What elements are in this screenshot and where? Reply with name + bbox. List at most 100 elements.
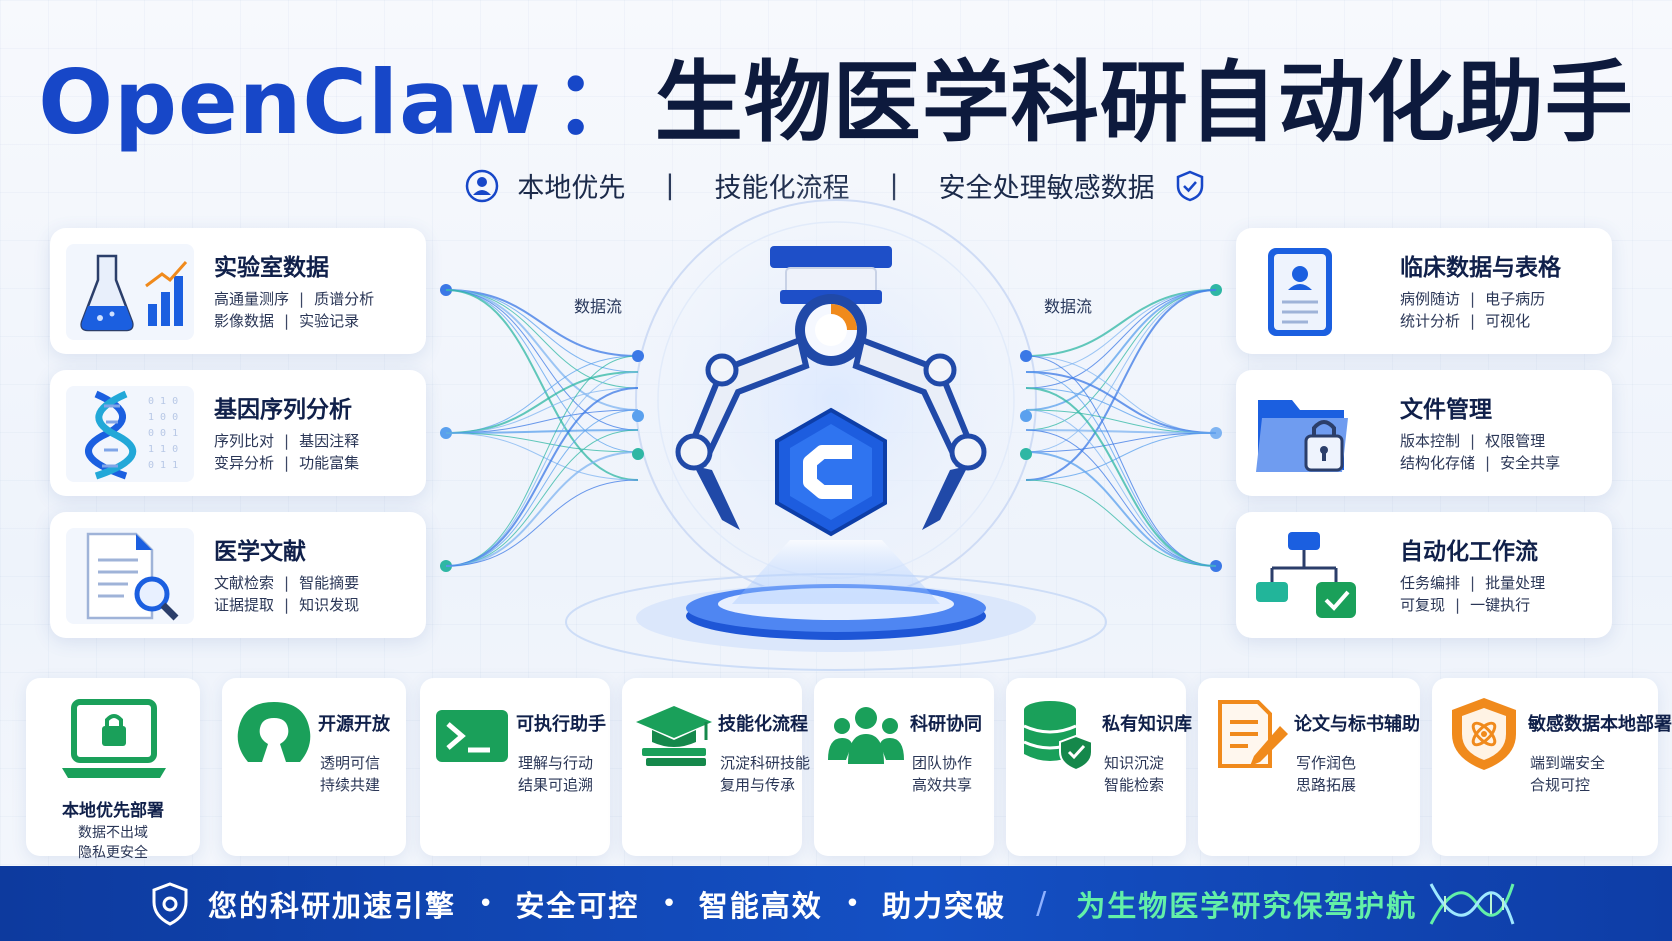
card-lab-data[interactable]: 实验室数据 高通量测序|质谱分析 影像数据 | 实验记录: [50, 228, 426, 354]
card-item: 证据提取: [214, 596, 275, 614]
footer-dot: •: [661, 888, 677, 919]
card-line-1: 高通量测序|质谱分析: [214, 288, 374, 309]
flow-line: [1025, 289, 1217, 357]
card-line-1: 版本控制|权限管理: [1400, 430, 1545, 451]
card-sep: |: [284, 454, 290, 472]
card-item: 统计分析: [1400, 312, 1461, 330]
flow-line: [1025, 387, 1217, 567]
flow-line: [1025, 479, 1217, 567]
footer-phrase: 安全可控: [515, 888, 640, 923]
feature-line-2: 复用与传承: [720, 776, 796, 794]
card-item: 质谱分析: [314, 290, 375, 308]
footer-tagline: 为生物医学研究保驾护航: [1076, 888, 1418, 923]
feature-research-collab[interactable]: 科研协同 团队协作 高效共享: [814, 678, 994, 856]
card-item: 病例随访: [1400, 290, 1461, 308]
feature-sensitive-data[interactable]: 敏感数据本地部署 端到端安全 合规可控: [1432, 678, 1672, 856]
feature-paper-assist[interactable]: 论文与标书辅助 写作润色 思路拓展: [1198, 678, 1420, 856]
feature-line-1: 写作润色: [1296, 754, 1357, 772]
laptop-lock-icon: [62, 699, 166, 778]
flow-line: [445, 387, 639, 434]
feature-line-1: 团队协作: [912, 754, 973, 772]
flow-lines-left: [440, 284, 644, 572]
card-medical-literature[interactable]: 医学文献 文献检索|智能摘要 证据提取|知识发现: [50, 512, 426, 638]
card-item: 变异分析: [214, 454, 275, 472]
card-sep: |: [284, 432, 290, 450]
svg-text:0 1 1: 0 1 1: [148, 460, 178, 471]
database-shield-icon: [1023, 701, 1093, 772]
flow-line: [445, 429, 639, 567]
feature-line-2: 持续共建: [320, 776, 381, 794]
feature-private-kb[interactable]: 私有知识库 知识沉淀 智能检索: [1006, 678, 1192, 856]
footer-slash: /: [1036, 886, 1047, 921]
subtitle-divider: |: [665, 170, 675, 201]
footer-phrase: 您的科研加速引擎: [208, 888, 457, 923]
card-line-2: 可复现|一键执行: [1400, 594, 1530, 615]
card-line-1: 任务编排|批量处理: [1400, 572, 1545, 593]
card-line-1: 病例随访|电子病历: [1400, 288, 1545, 309]
feature-open-source[interactable]: 开源开放 透明可信 持续共建: [222, 678, 406, 856]
flow-line: [445, 429, 639, 434]
svg-text:0 1 0: 0 1 0: [148, 396, 178, 407]
title-rest: 生物医学科研自动化助手: [654, 51, 1634, 154]
card-item: 智能摘要: [299, 574, 360, 592]
card-item: 知识发现: [299, 596, 360, 614]
card-sep: |: [1470, 574, 1476, 592]
card-sep: |: [284, 574, 290, 592]
user-icon: [466, 169, 499, 202]
card-clinical-data[interactable]: 临床数据与表格 病例随访|电子病历 统计分析|可视化: [1236, 228, 1612, 354]
card-title: 实验室数据: [214, 255, 329, 281]
card-file-management[interactable]: 文件管理 版本控制|权限管理 结构化存储|安全共享: [1236, 370, 1612, 496]
card-sep: |: [1470, 290, 1476, 308]
feature-local-deploy[interactable]: 本地优先部署 数据不出域 隐私更安全: [26, 678, 200, 861]
shield-icon: [152, 881, 188, 926]
card-item: 序列比对: [214, 432, 275, 450]
card-item: 高通量测序: [214, 290, 290, 308]
card-sep: |: [284, 312, 290, 330]
flow-node: [1020, 350, 1032, 362]
subtitle-security: 安全处理敏感数据: [938, 173, 1155, 204]
card-item: 影像数据: [214, 312, 275, 330]
shield-atom-icon: [1452, 698, 1516, 770]
card-item: 基因注释: [299, 432, 360, 450]
flow-label-right: 数据流: [1044, 297, 1093, 316]
card-sep: |: [1455, 596, 1461, 614]
dna-icon: [1429, 882, 1515, 925]
card-item: 权限管理: [1485, 432, 1546, 450]
flow-line: [1025, 289, 1217, 411]
feature-line-2: 高效共享: [912, 776, 973, 794]
robotic-claw-icon: [675, 246, 987, 537]
card-automation-workflow[interactable]: 自动化工作流 任务编排|批量处理 可复现|一键执行: [1236, 512, 1612, 638]
flow-label-left: 数据流: [574, 297, 623, 316]
feature-executable-assistant[interactable]: 可执行助手 理解与行动 结果可追溯: [420, 678, 610, 856]
team-icon: [828, 707, 904, 764]
flow-line: [1025, 387, 1217, 434]
feature-skill-workflow[interactable]: 技能化流程 沉淀科研技能 复用与传承: [622, 678, 810, 856]
card-item: 文献检索: [214, 574, 275, 592]
flow-line: [1025, 432, 1217, 453]
card-item: 实验记录: [299, 312, 360, 330]
card-line-1: 序列比对 | 基因注释: [214, 430, 359, 451]
flow-line: [445, 355, 639, 567]
flow-line: [1025, 289, 1217, 373]
card-item: 批量处理: [1485, 574, 1546, 592]
flow-line: [1025, 409, 1217, 567]
card-item: 可视化: [1485, 312, 1531, 330]
flow-line: [445, 289, 639, 431]
title-separator: ：: [553, 51, 643, 154]
feature-line-1: 沉淀科研技能: [720, 754, 811, 772]
card-item: 功能富集: [299, 454, 360, 472]
flow-line: [1025, 355, 1217, 567]
card-line-1: 文献检索 | 智能摘要: [214, 572, 359, 593]
card-sep: |: [1470, 432, 1476, 450]
feature-line-1: 端到端安全: [1530, 754, 1606, 772]
feature-title: 本地优先部署: [62, 801, 164, 821]
card-title: 自动化工作流: [1400, 539, 1538, 565]
id-card-icon: [1268, 248, 1332, 336]
footer-dot: •: [478, 888, 494, 919]
card-title: 文件管理: [1400, 397, 1492, 423]
flow-line: [445, 289, 639, 373]
feature-line-2: 合规可控: [1530, 776, 1591, 794]
feature-line-2: 智能检索: [1104, 776, 1165, 794]
feature-title: 敏感数据本地部署: [1528, 714, 1672, 735]
